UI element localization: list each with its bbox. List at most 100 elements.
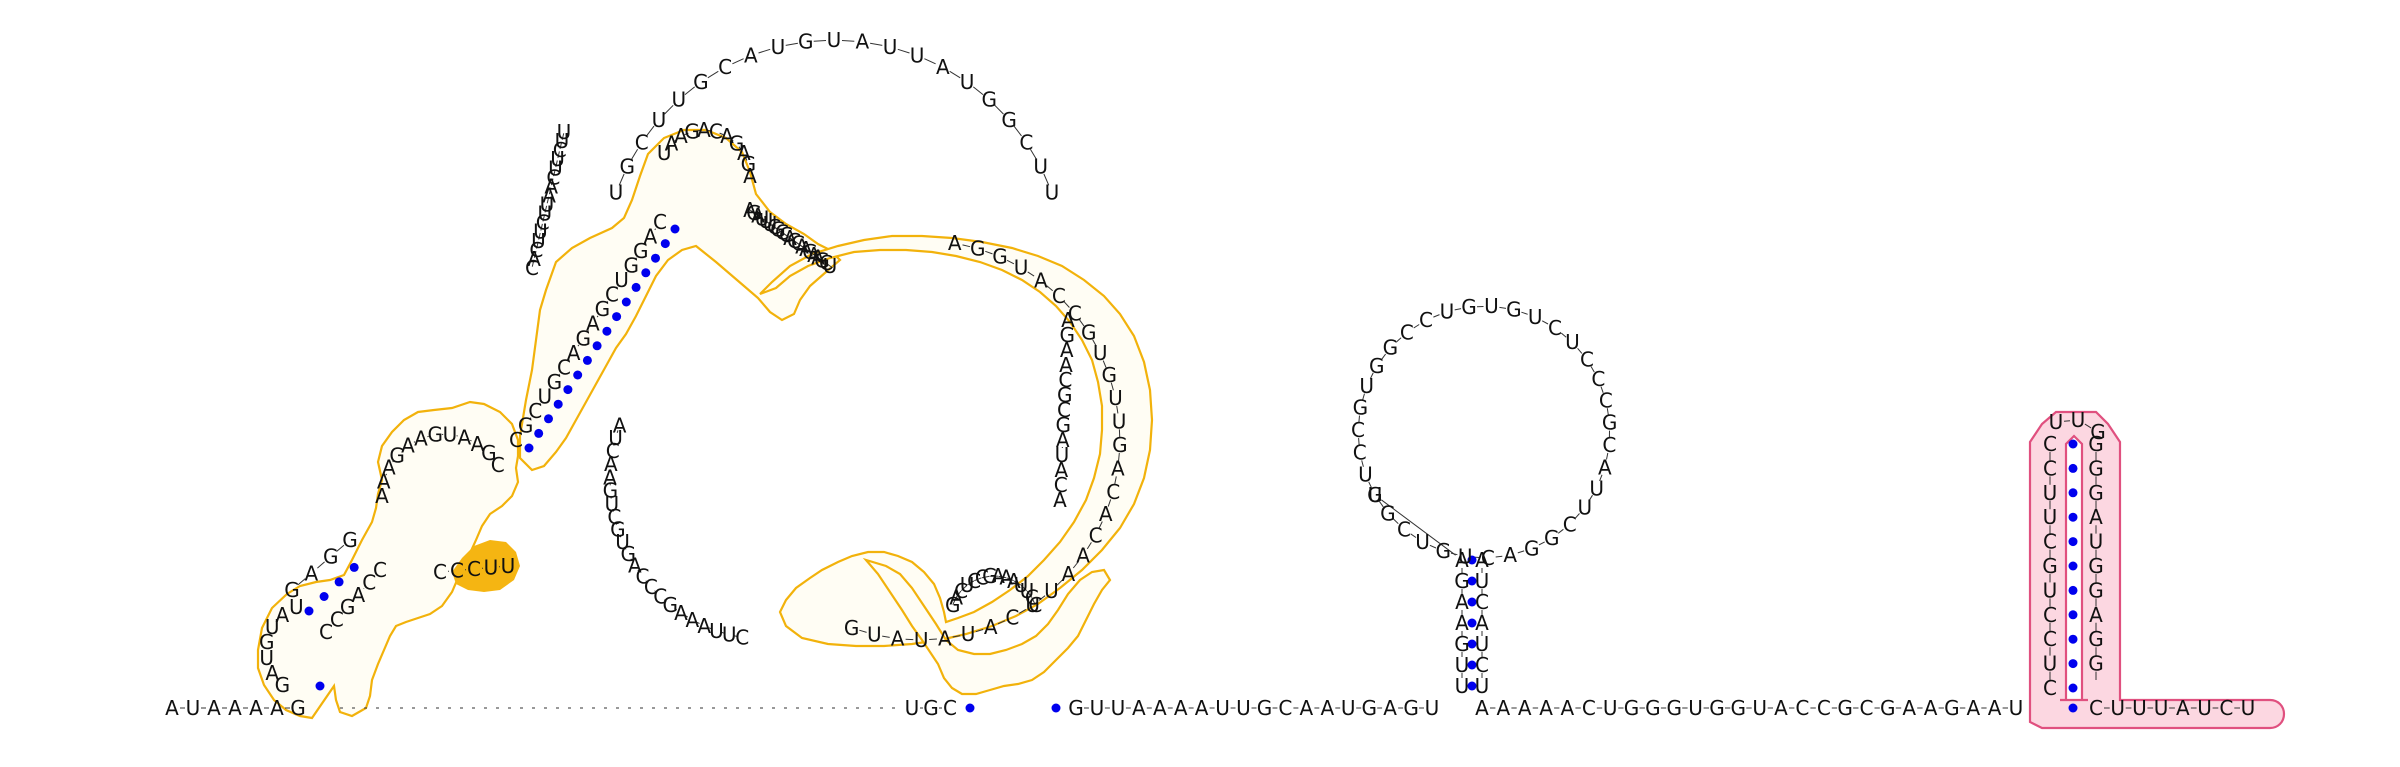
mid-loop-nt-3: G [389, 443, 405, 467]
hairpin1-left-nt-3: A [1455, 611, 1469, 635]
upper-helix-3-nt-16: A [807, 243, 821, 267]
right-multiloop-nt-10: U [1108, 386, 1123, 410]
mid-loop-nt-6: G [427, 423, 443, 447]
upper-loop-nt-0: U [657, 141, 672, 165]
three-prime-nt-1: U [2110, 696, 2125, 720]
hairpin1-left-backbone [1590, 366, 1595, 373]
lower-connector-nt-2: C [606, 439, 620, 463]
big-loop-left-nt-7: A [542, 184, 556, 208]
upper-helix-3-nt-7: G [770, 218, 786, 242]
hairpin1-left-backbone [1429, 544, 1437, 549]
hairpin1-right-nt-5: C [1475, 653, 1489, 677]
upper-helix-5-backbone [519, 431, 522, 434]
lower-connector-backbone [615, 521, 617, 525]
left-stem-3-nt-4: C [362, 570, 376, 594]
right-run-2-nt-9: G [1666, 696, 1682, 720]
base-pair-dot [524, 443, 534, 453]
upper-helix-5-backbone [644, 242, 647, 245]
left-stem-3-nt-2: G [340, 595, 356, 619]
big-loop-arc-backbone [785, 42, 798, 46]
mid-loop-backbone [470, 439, 472, 442]
hairpin1-left-nt-18: U [1577, 496, 1592, 520]
upper-loop-backbone [738, 146, 742, 151]
bottom-hairpin-nt-7: A [991, 564, 1005, 588]
right-run-2-nt-10: U [1688, 696, 1703, 720]
upper-helix-5-nt-3: U [537, 384, 552, 408]
upper-helix-5-nt-1: G [518, 414, 534, 438]
big-loop-left-nt-13: C [529, 238, 543, 262]
upper-loop-backbone [707, 130, 712, 132]
lower-connector-nt-1: U [608, 426, 623, 450]
hairpin2-left-nt-9: C [2043, 456, 2057, 480]
right-multiloop-nt-22: A [984, 615, 998, 639]
lower-connector-nt-13: C [644, 575, 658, 599]
bottom-hairpin-backbone [960, 585, 968, 591]
upper-loop-nt-8: A [737, 141, 751, 165]
hairpin2-left-nt-5: G [2042, 554, 2058, 578]
big-loop-right-nt-6: C [1057, 398, 1071, 422]
big-loop-right-nt-12: A [1053, 488, 1067, 512]
mid-bulge-nt-1: C [450, 559, 464, 583]
right-multiloop-backbone [1056, 579, 1063, 586]
big-loop-arc-backbone [618, 173, 625, 186]
hairpin1-left-backbone [1381, 353, 1386, 360]
hairpin1-left-backbone [1361, 460, 1364, 467]
left-hairpin-loop-nt-2: U [259, 646, 274, 670]
big-loop-arc-nt-8: U [771, 35, 786, 59]
upper-helix-5-nt-7: G [575, 326, 591, 350]
bottom-hairpin-backbone [1013, 580, 1021, 586]
base-pair-dot [651, 253, 660, 263]
lower-connector-nt-12: C [636, 565, 650, 589]
bottom-hairpin-backbone [981, 575, 990, 579]
backbone-lines [180, 40, 2240, 709]
right-multiloop-nt-14: C [1106, 480, 1120, 504]
right-multiloop-nt-0: A [948, 231, 962, 255]
right-multiloop-backbone [962, 244, 971, 248]
mid-loop-backbone [413, 441, 416, 443]
upper-loop-nt-10: A [743, 164, 757, 188]
base-pair-dot [1467, 681, 1477, 691]
three-prime-nt-3: U [2154, 696, 2169, 720]
lower-connector-backbone [734, 635, 738, 637]
pink-highlight-region [2028, 410, 2286, 730]
right-run-2-nt-18: C [1860, 696, 1874, 720]
right-multiloop-nt-25: U [914, 628, 929, 652]
upper-helix-3-nt-15: G [802, 240, 818, 264]
right-multiloop-backbone [882, 635, 890, 638]
big-loop-left-nt-14: A [527, 247, 541, 271]
big-loop-arc-nt-2: C [635, 130, 649, 154]
big-loop-left-nt-0: U [557, 120, 572, 144]
base-pair-dot [612, 312, 622, 322]
bottom-hairpin-nt-3: U [960, 573, 975, 597]
upper-loop-nt-1: A [665, 132, 679, 156]
upper-helix-5-nt-2: C [528, 399, 542, 423]
upper-loop-backbone [696, 130, 701, 132]
hairpin1-left-backbone [1358, 415, 1360, 423]
right-multiloop-nt-11: U [1112, 409, 1127, 433]
right-multiloop-backbone [1118, 452, 1120, 461]
hairpin1-left-backbone [1574, 513, 1580, 519]
big-loop-right-nt-1: G [1060, 323, 1076, 347]
big-loop-arc-backbone [684, 86, 696, 95]
right-multiloop-backbone [1086, 542, 1092, 550]
big-loop-arc-nt-9: G [798, 30, 814, 54]
right-multiloop-nt-7: G [1081, 321, 1097, 345]
hairpin1-left-nt-31: G [1461, 295, 1477, 319]
right-run-2-nt-2: A [1518, 696, 1532, 720]
left-hairpin-loop-nt-5: A [276, 603, 290, 627]
hairpin1-left-nt-23: C [1599, 388, 1613, 412]
base-pair-dot [631, 282, 641, 292]
base-pair-dots [304, 224, 2078, 713]
bottom-hairpin-nt-5: C [975, 566, 989, 590]
upper-helix-3-nt-18: G [814, 248, 830, 272]
upper-helix-5-backbone [635, 257, 637, 260]
hairpin2-right-nt-4: U [2089, 530, 2104, 554]
right-multiloop-nt-13: A [1111, 457, 1125, 481]
base-pair-dot [2068, 683, 2078, 693]
base-pair-dot [1467, 576, 1477, 586]
hairpin2-right-nt-0: G [2088, 432, 2104, 456]
hairpin2-loop-nt-2: G [2090, 420, 2106, 444]
right-run-nt-11: A [1300, 696, 1314, 720]
upper-helix-5-backbone [577, 344, 580, 347]
